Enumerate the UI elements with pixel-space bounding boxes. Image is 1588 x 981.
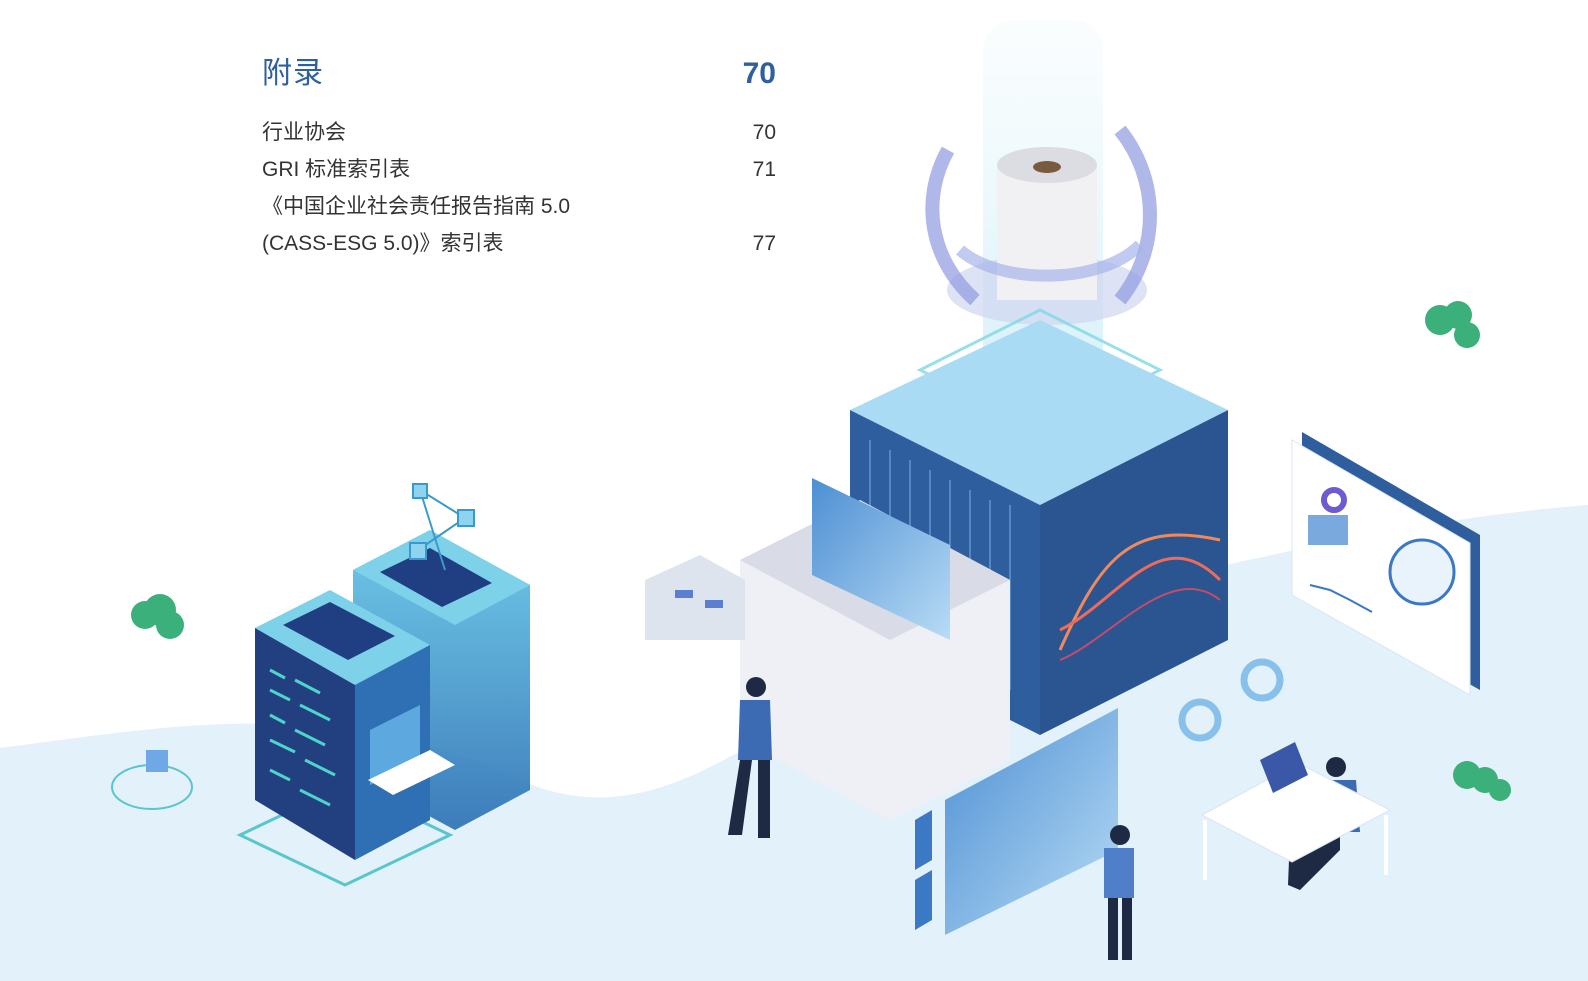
tree-icon (131, 301, 1511, 801)
toc-entry-title-line-1: 《中国企业社会责任报告指南 5.0 (262, 195, 571, 218)
network-nodes (409, 483, 475, 571)
server-rack-icon (236, 530, 530, 887)
donut-chart-icon (1321, 487, 1347, 513)
world-map-icon (1388, 538, 1456, 606)
toc-entry-page: 71 (752, 158, 776, 181)
data-cube-icon (111, 750, 193, 810)
dashboard-board (1291, 432, 1480, 696)
section-title: 附录 (262, 57, 324, 90)
toc-entry-list: 行业协会 70 GRI 标准索引表 71 《中国企业社会责任报告指南 5.0 (… (262, 114, 776, 262)
laptop-icon (1260, 742, 1308, 793)
section-page-number: 70 (742, 57, 776, 90)
toc-entry-cass-esg-index[interactable]: 《中国企业社会责任报告指南 5.0 (CASS-ESG 5.0)》索引表 77 (262, 188, 776, 262)
donut-chart-icon (1240, 658, 1284, 702)
toc-entry-title-line-2: (CASS-ESG 5.0)》索引表 (262, 232, 504, 255)
side-panels (915, 810, 932, 930)
toc-entry-gri-index[interactable]: GRI 标准索引表 71 (262, 151, 776, 188)
toc-entry-title: GRI 标准索引表 (262, 158, 411, 181)
toc-entry-page: 77 (752, 232, 776, 255)
analytics-screen (945, 708, 1118, 935)
appendix-toc: 附录 70 行业协会 70 GRI 标准索引表 71 《中国企业社会责任报告指南… (262, 48, 776, 262)
data-cylinder-icon (925, 125, 1157, 325)
toc-entry-page: 70 (752, 121, 776, 144)
person-icon (1104, 825, 1134, 960)
laptop-icon (368, 750, 455, 795)
display-screen (812, 478, 950, 640)
toc-entry-title: 行业协会 (262, 121, 346, 144)
appendix-heading[interactable]: 附录 70 (262, 48, 776, 92)
desk (1200, 742, 1392, 880)
toc-entry-industry-associations[interactable]: 行业协会 70 (262, 114, 776, 151)
person-icon (728, 677, 772, 838)
donut-chart-icon (1178, 698, 1222, 742)
